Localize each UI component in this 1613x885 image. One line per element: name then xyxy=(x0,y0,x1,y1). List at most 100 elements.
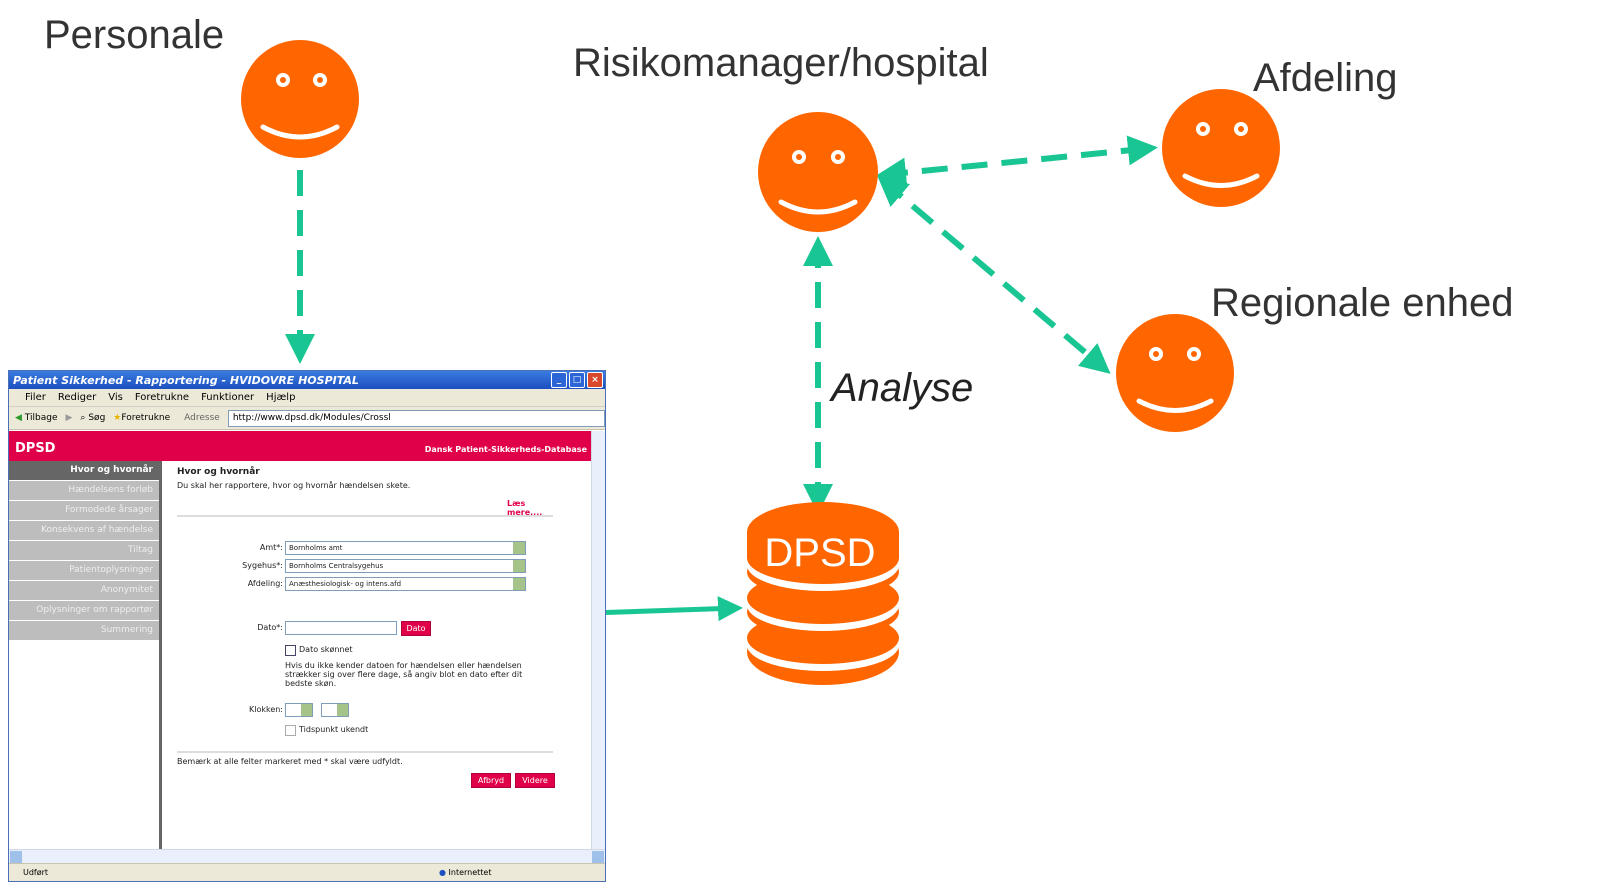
back-arrow-icon: ◀ xyxy=(15,413,22,423)
sidebar-item-anonymitet[interactable]: Anonymitet xyxy=(9,581,159,600)
amt-select[interactable]: Bornholms amt xyxy=(285,541,526,555)
search-button[interactable]: ⌕ Søg xyxy=(80,413,105,423)
menu-rediger[interactable]: Rediger xyxy=(57,392,97,403)
menu-bar: Filer Rediger Vis Foretrukne Funktioner … xyxy=(9,389,605,407)
dato-button[interactable]: Dato xyxy=(401,621,431,636)
divider xyxy=(177,751,553,753)
risikomanager-label: Risikomanager/hospital xyxy=(573,41,989,85)
form-heading: Hvor og hvornår xyxy=(177,467,260,477)
dato-row: Dato*: Dato xyxy=(177,621,553,636)
site-header: DPSD Dansk Patient-Sikkerheds-Database xyxy=(9,431,591,461)
sidebar-item-rapportoer[interactable]: Oplysninger om rapportør xyxy=(9,601,159,620)
zone-label: Internettet xyxy=(448,868,492,877)
menu-filer[interactable]: Filer xyxy=(25,392,46,403)
analyse-edge-label: Analyse xyxy=(831,366,974,410)
amt-label: Amt*: xyxy=(259,543,283,552)
page-content: DPSD Dansk Patient-Sikkerheds-Database H… xyxy=(9,431,591,849)
sidebar-item-hvor-og-hvornaar[interactable]: Hvor og hvornår xyxy=(9,461,159,480)
browser-toolbar: ◀ Tilbage ▶ ⌕ Søg ★Foretrukne Adresse ht… xyxy=(9,407,605,430)
globe-icon: ● xyxy=(439,868,446,877)
sidebar-item-tiltag[interactable]: Tiltag xyxy=(9,541,159,560)
chevron-down-icon xyxy=(301,704,312,716)
minute-select[interactable] xyxy=(321,703,349,717)
forward-icon[interactable]: ▶ xyxy=(65,413,73,423)
search-label: Søg xyxy=(88,413,106,423)
close-icon[interactable]: × xyxy=(587,372,603,388)
address-label: Adresse xyxy=(184,413,220,423)
vertical-scrollbar[interactable] xyxy=(591,431,605,849)
regionale-smiley-icon xyxy=(1116,314,1234,432)
sygehus-row: Sygehus*: Bornholms Centralsygehus xyxy=(177,559,553,573)
favorites-label: Foretrukne xyxy=(121,413,171,423)
sidebar-item-haendelsens-forloeb[interactable]: Hændelsens forløb xyxy=(9,481,159,500)
status-bar: Udført ● Internettet xyxy=(9,863,605,881)
arrow-form-to-dpsd xyxy=(589,596,743,622)
dpsd-database-label: DPSD xyxy=(764,531,875,575)
regionale-label: Regionale enhed xyxy=(1211,281,1514,325)
read-more-link[interactable]: Læs mere.... xyxy=(507,499,543,517)
dato-label: Dato*: xyxy=(257,623,283,632)
afdeling-value: Anæsthesiologisk- og intens.afd xyxy=(289,580,402,588)
dato-help-text: Hvis du ikke kender datoen for hændelsen… xyxy=(285,661,523,688)
window-titlebar: Patient Sikkerhed - Rapportering - HVIDO… xyxy=(9,371,605,389)
time-unknown-checkbox[interactable] xyxy=(285,725,296,736)
favorites-button[interactable]: ★Foretrukne xyxy=(113,413,170,423)
sidebar-item-patientoplysninger[interactable]: Patientoplysninger xyxy=(9,561,159,580)
sygehus-label: Sygehus*: xyxy=(242,561,283,570)
star-icon: ★ xyxy=(113,413,122,423)
report-form: Hvor og hvornår Du skal her rapportere, … xyxy=(177,467,555,788)
required-footnote: Bemærk at alle felter markeret med * ska… xyxy=(177,757,403,766)
site-logo: DPSD xyxy=(15,441,56,456)
afdeling-field-label: Afdeling: xyxy=(247,579,283,588)
search-icon: ⌕ xyxy=(80,413,86,423)
chevron-down-icon xyxy=(337,704,348,716)
chevron-down-icon xyxy=(513,578,525,590)
personale-label: Personale xyxy=(44,13,225,57)
scroll-left-icon[interactable] xyxy=(10,851,22,863)
next-button[interactable]: Videre xyxy=(515,773,555,788)
menu-foretrukne[interactable]: Foretrukne xyxy=(134,392,190,403)
sidebar-nav: Hvor og hvornår Hændelsens forløb Formod… xyxy=(9,461,162,849)
arrow-risikomanager-regionale xyxy=(877,176,1111,374)
risikomanager-smiley-icon xyxy=(758,112,878,232)
personale-smiley-icon xyxy=(241,40,359,158)
amt-row: Amt*: Bornholms amt xyxy=(177,541,553,555)
menu-hjaelp[interactable]: Hjælp xyxy=(266,392,296,403)
dato-estimated-label: Dato skønnet xyxy=(299,645,353,654)
scroll-right-icon[interactable] xyxy=(592,851,604,863)
dato-input[interactable] xyxy=(285,621,397,635)
menu-vis[interactable]: Vis xyxy=(108,392,123,403)
back-button[interactable]: ◀ Tilbage xyxy=(15,413,58,423)
chevron-down-icon xyxy=(513,560,525,572)
maximize-icon[interactable]: □ xyxy=(569,372,585,388)
dato-estimated-checkbox[interactable] xyxy=(285,645,296,656)
chevron-down-icon xyxy=(513,542,525,554)
address-input[interactable]: http://www.dpsd.dk/Modules/Crossl xyxy=(227,409,605,427)
time-unknown-label: Tidspunkt ukendt xyxy=(299,725,369,734)
cancel-button[interactable]: Afbryd xyxy=(471,773,511,788)
sygehus-select[interactable]: Bornholms Centralsygehus xyxy=(285,559,526,573)
sidebar-item-formodede-aarsager[interactable]: Formodede årsager xyxy=(9,501,159,520)
divider xyxy=(177,515,553,517)
klokken-row: Klokken: xyxy=(177,703,553,717)
window-title: Patient Sikkerhed - Rapportering - HVIDO… xyxy=(13,373,359,387)
back-label: Tilbage xyxy=(24,413,58,423)
afdeling-smiley-icon xyxy=(1162,89,1280,207)
form-intro: Du skal her rapportere, hvor og hvornår … xyxy=(177,481,411,490)
browser-window: Patient Sikkerhed - Rapportering - HVIDO… xyxy=(8,370,606,882)
sidebar-item-konsekvens[interactable]: Konsekvens af hændelse xyxy=(9,521,159,540)
klokken-label: Klokken: xyxy=(248,705,283,714)
menu-funktioner[interactable]: Funktioner xyxy=(201,392,255,403)
horizontal-scrollbar[interactable] xyxy=(9,849,605,864)
afdeling-label: Afdeling xyxy=(1253,56,1398,100)
zone-indicator: ● Internettet xyxy=(439,868,492,877)
minimize-icon[interactable]: _ xyxy=(551,372,567,388)
afdeling-row: Afdeling: Anæsthesiologisk- og intens.af… xyxy=(177,577,553,591)
sidebar-item-summering[interactable]: Summering xyxy=(9,621,159,640)
dpsd-database-icon xyxy=(747,502,899,685)
hour-select[interactable] xyxy=(285,703,313,717)
sygehus-value: Bornholms Centralsygehus xyxy=(289,562,384,570)
status-text: Udført xyxy=(23,868,49,877)
afdeling-select[interactable]: Anæsthesiologisk- og intens.afd xyxy=(285,577,526,591)
